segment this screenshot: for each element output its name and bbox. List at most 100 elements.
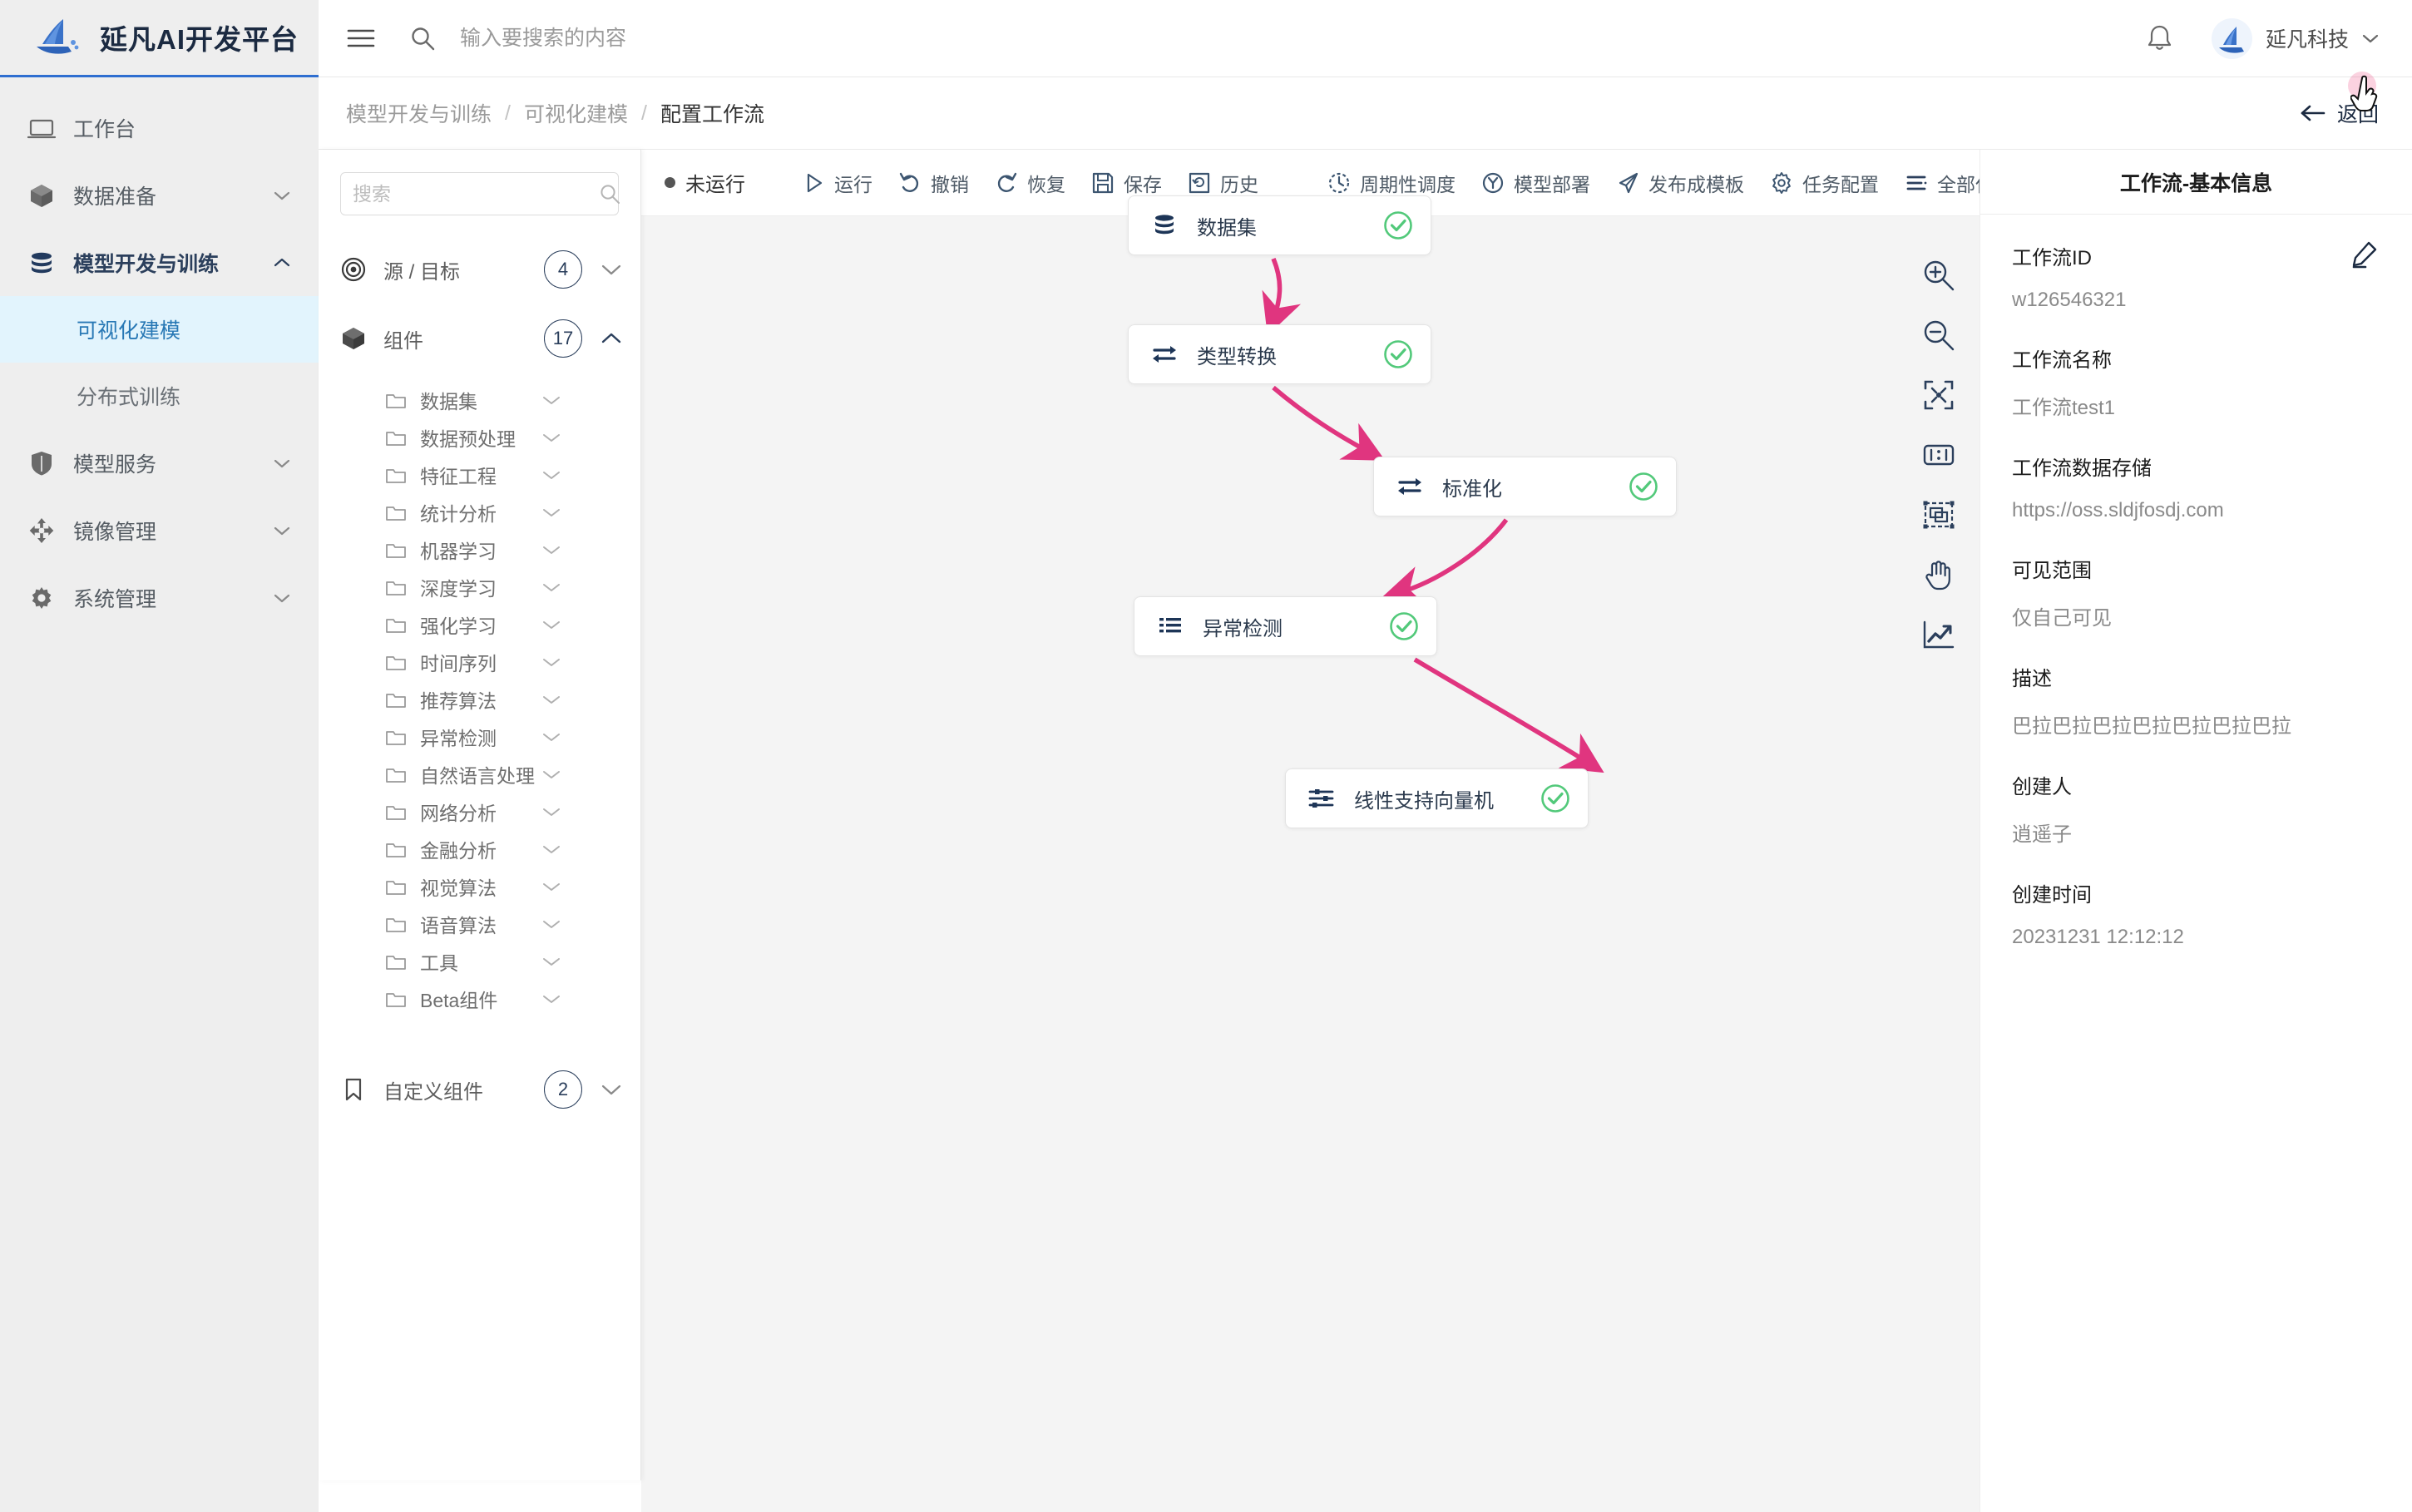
sidebar-item-workbench[interactable]: 工作台: [0, 94, 319, 161]
group-components[interactable]: 组件 17: [319, 309, 640, 368]
redo-button[interactable]: 恢复: [981, 158, 1078, 208]
brand-area[interactable]: 延凡AI开发平台: [0, 0, 319, 77]
workflow-node-type-conversion[interactable]: 类型转换: [1128, 324, 1431, 384]
publish-template-button[interactable]: 发布成模板: [1603, 158, 1757, 208]
hamburger-icon[interactable]: [347, 27, 375, 49]
workflow-node-anomaly-detection[interactable]: 异常检测: [1134, 596, 1437, 656]
component-folder-row[interactable]: 强化学习: [319, 605, 640, 643]
workflow-node-standardization[interactable]: 标准化: [1373, 457, 1677, 516]
chevron-down-icon[interactable]: [541, 581, 561, 593]
chevron-down-icon[interactable]: [541, 432, 561, 443]
component-search-input[interactable]: [353, 182, 599, 205]
back-label: 返回: [2336, 103, 2379, 126]
chevron-down-icon[interactable]: [541, 806, 561, 818]
chevron-down-icon[interactable]: [541, 469, 561, 481]
chevron-down-icon[interactable]: [541, 731, 561, 743]
sliders-icon: [1307, 784, 1336, 813]
component-folder-row[interactable]: 工具: [319, 942, 640, 980]
breadcrumb-separator: /: [640, 101, 647, 125]
chevron-down-icon[interactable]: [541, 694, 561, 705]
select-area-icon[interactable]: [1921, 497, 1956, 532]
chevron-down-icon[interactable]: [541, 619, 561, 630]
align-icon[interactable]: [1921, 437, 1956, 472]
sidebar-item-model-service[interactable]: 模型服务: [0, 429, 319, 497]
chevron-down-icon[interactable]: [541, 843, 561, 855]
folder-label: 特征工程: [420, 465, 497, 487]
folder-label: 机器学习: [420, 540, 497, 562]
zoom-out-icon[interactable]: [1921, 318, 1956, 353]
run-button[interactable]: 运行: [788, 158, 885, 208]
folder-label: 深度学习: [420, 577, 497, 600]
schedule-button[interactable]: 周期性调度: [1314, 158, 1468, 208]
component-folder-row[interactable]: 网络分析: [319, 793, 640, 830]
chevron-down-icon[interactable]: [541, 544, 561, 556]
component-folder-row[interactable]: Beta组件: [319, 980, 640, 1017]
component-folder-row[interactable]: 深度学习: [319, 568, 640, 605]
group-custom-components[interactable]: 自定义组件 2: [319, 1060, 640, 1119]
info-field-label: 工作流ID: [2012, 247, 2092, 269]
component-folder-row[interactable]: 视觉算法: [319, 867, 640, 905]
target-icon: [340, 256, 367, 283]
folder-icon: [385, 840, 407, 858]
sidebar-item-data-prep[interactable]: 数据准备: [0, 161, 319, 229]
component-folder-row[interactable]: 统计分析: [319, 493, 640, 531]
component-folder-row[interactable]: 机器学习: [319, 531, 640, 568]
chevron-up-icon[interactable]: [601, 332, 622, 345]
edit-pencil-icon[interactable]: [2349, 240, 2379, 269]
deploy-button[interactable]: 模型部署: [1468, 158, 1603, 208]
sidebar-item-system-mgmt[interactable]: 系统管理: [0, 564, 319, 631]
component-folder-row[interactable]: 时间序列: [319, 643, 640, 680]
folder-icon: [385, 615, 407, 634]
chevron-down-icon[interactable]: [541, 956, 561, 967]
sidebar-item-model-dev[interactable]: 模型开发与训练: [0, 229, 319, 296]
chevron-down-icon[interactable]: [541, 656, 561, 668]
fit-center-icon[interactable]: [1921, 378, 1956, 413]
group-source-target[interactable]: 源 / 目标 4: [319, 240, 640, 299]
chevron-down-icon[interactable]: [541, 768, 561, 780]
save-button[interactable]: 保存: [1078, 158, 1174, 208]
component-search-box[interactable]: [340, 172, 620, 215]
breadcrumb-bar: 模型开发与训练 / 可视化建模 / 配置工作流 返回: [319, 77, 2412, 150]
chevron-down-icon[interactable]: [541, 918, 561, 930]
chevron-down-icon[interactable]: [541, 993, 561, 1005]
status-success-icon: [1382, 338, 1414, 370]
search-icon[interactable]: [599, 183, 620, 205]
workflow-canvas[interactable]: 未运行 运行 撤销: [641, 150, 2167, 1512]
avatar: [2211, 17, 2252, 59]
sidebar-item-visual-modeling[interactable]: 可视化建模: [0, 296, 319, 363]
canvas-toolbar: 未运行 运行 撤销: [641, 150, 2167, 216]
workflow-node-linear-svm[interactable]: 线性支持向量机: [1285, 768, 1589, 828]
move-icon: [27, 516, 57, 546]
chevron-down-icon[interactable]: [541, 394, 561, 406]
trend-chart-icon[interactable]: [1921, 617, 1956, 652]
pan-hand-icon[interactable]: [1921, 557, 1956, 592]
chevron-down-icon[interactable]: [601, 263, 622, 276]
component-folder-row[interactable]: 数据集: [319, 381, 640, 418]
sidebar-item-image-mgmt[interactable]: 镜像管理: [0, 497, 319, 564]
component-folder-row[interactable]: 推荐算法: [319, 680, 640, 718]
component-folder-row[interactable]: 异常检测: [319, 718, 640, 755]
user-menu[interactable]: 延凡科技: [2211, 17, 2379, 59]
back-button[interactable]: 返回: [2299, 98, 2379, 128]
sidebar-item-distributed-training[interactable]: 分布式训练: [0, 363, 319, 429]
chevron-down-icon[interactable]: [541, 506, 561, 518]
chevron-down-icon[interactable]: [541, 881, 561, 892]
component-folder-row[interactable]: 自然语言处理: [319, 755, 640, 793]
component-folder-row[interactable]: 金融分析: [319, 830, 640, 867]
zoom-in-icon[interactable]: [1921, 258, 1956, 293]
workflow-node-dataset[interactable]: 数据集: [1128, 195, 1431, 255]
component-folder-row[interactable]: 特征工程: [319, 456, 640, 493]
status-success-icon: [1382, 210, 1414, 241]
chevron-down-icon[interactable]: [601, 1083, 622, 1096]
history-button[interactable]: 历史: [1174, 158, 1271, 208]
task-config-button[interactable]: 任务配置: [1757, 158, 1891, 208]
search-input[interactable]: [460, 20, 959, 57]
bell-icon[interactable]: [2146, 23, 2173, 53]
breadcrumb-item-1[interactable]: 模型开发与训练: [346, 103, 492, 126]
component-folder-row[interactable]: 数据预处理: [319, 418, 640, 456]
breadcrumb-item-2[interactable]: 可视化建模: [523, 103, 628, 126]
component-folder-row[interactable]: 语音算法: [319, 905, 640, 942]
undo-button[interactable]: 撤销: [885, 158, 981, 208]
search-icon[interactable]: [410, 26, 435, 51]
